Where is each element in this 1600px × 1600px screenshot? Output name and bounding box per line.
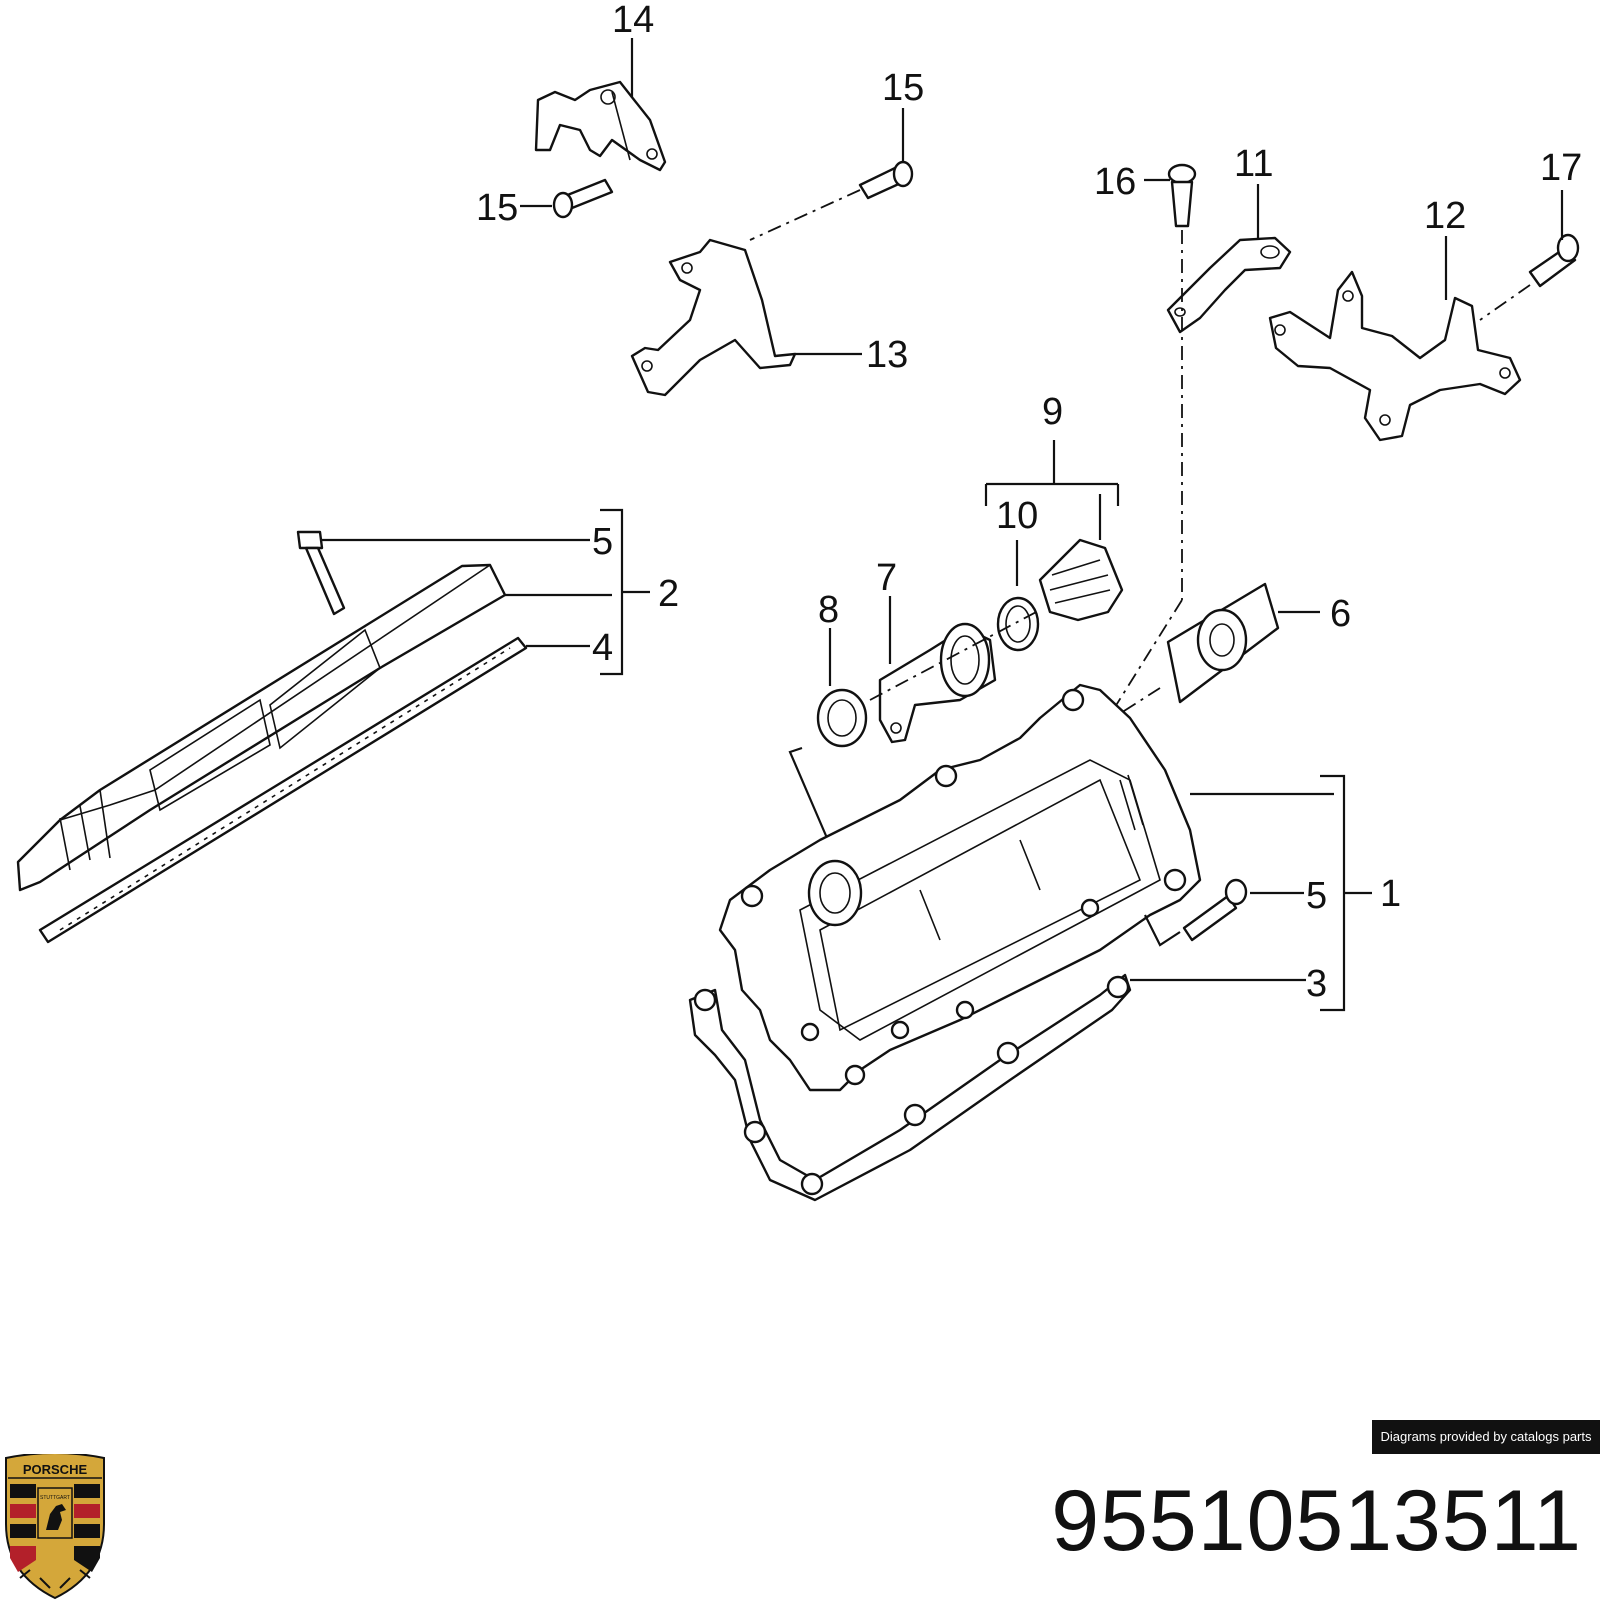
svg-text:PORSCHE: PORSCHE	[23, 1462, 88, 1477]
part-17-bolt	[1528, 233, 1580, 288]
part-12-bracket	[1268, 270, 1522, 442]
part-5-bolt-right	[1182, 878, 1248, 942]
callout-3: 3	[1306, 963, 1327, 1005]
callout-16: 16	[1094, 161, 1136, 203]
callout-13: 13	[866, 334, 908, 376]
callout-11: 11	[1234, 143, 1273, 185]
part-number: 95510513511	[1051, 1473, 1582, 1569]
callout-1: 1	[1380, 873, 1401, 915]
callout-5-left: 5	[592, 521, 613, 563]
diagram-credit: Diagrams provided by catalogs parts	[1372, 1420, 1600, 1454]
part-6-pressure-regulating-valve	[1166, 582, 1280, 704]
porsche-crest-logo: PORSCHE STUTTGART	[5, 1454, 105, 1600]
callout-15-right: 15	[882, 67, 924, 109]
leader-9-bracket	[984, 440, 1120, 540]
part-15-bolt-right	[858, 160, 914, 200]
part-9-filler-cap	[1038, 538, 1124, 622]
svg-text:STUTTGART: STUTTGART	[40, 1495, 70, 1501]
callout-5-right: 5	[1306, 875, 1327, 917]
part-15-bolt-left	[552, 178, 614, 219]
callout-15-left: 15	[476, 187, 518, 229]
callout-6: 6	[1330, 593, 1351, 635]
part-2-cover-plate	[16, 563, 507, 892]
callout-12: 12	[1424, 195, 1466, 237]
callout-9: 9	[1042, 391, 1063, 433]
callout-7: 7	[876, 557, 897, 599]
part-7-oil-filler-neck	[878, 622, 997, 744]
callout-14: 14	[612, 0, 654, 41]
part-3-valve-cover-gasket	[688, 973, 1132, 1202]
part-4-gasket-strip	[38, 636, 528, 944]
part-8-o-ring	[816, 688, 868, 748]
part-10-seal-ring	[996, 596, 1040, 652]
part-5-bolt-left	[296, 530, 346, 616]
part-13-bracket	[630, 238, 797, 397]
callout-2: 2	[658, 573, 679, 615]
callout-10: 10	[996, 495, 1038, 537]
part-11-bracket	[1166, 236, 1292, 334]
part-14-bracket	[534, 80, 667, 172]
callout-17: 17	[1540, 147, 1582, 189]
callout-8: 8	[818, 589, 839, 631]
callout-4: 4	[592, 627, 613, 669]
part-1-valve-cover	[718, 683, 1202, 1092]
part-16-bolt	[1167, 163, 1197, 228]
